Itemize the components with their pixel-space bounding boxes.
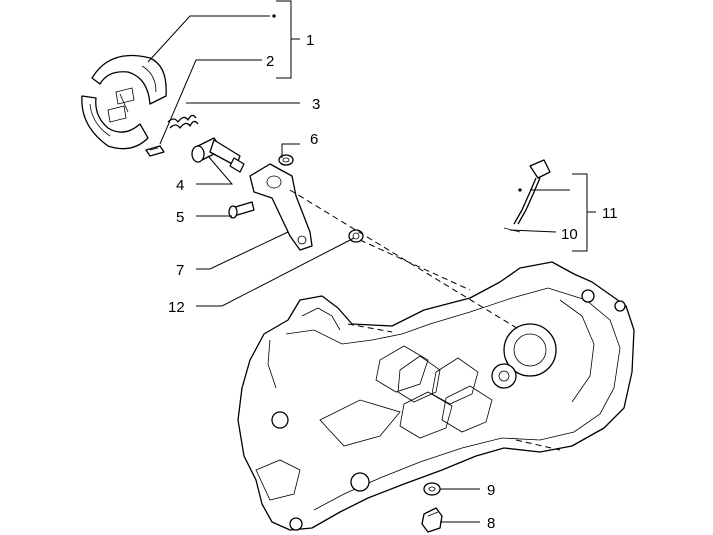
callout-2: 2 <box>266 53 274 70</box>
drain-plug <box>421 507 443 533</box>
leader-dot-11 <box>518 188 522 192</box>
callout-9: 9 <box>487 482 495 499</box>
assembly-line-lever <box>289 189 521 331</box>
bracket-11 <box>572 173 596 252</box>
callout-4: 4 <box>176 177 184 194</box>
leader-lines <box>147 15 570 523</box>
washer-6 <box>278 154 294 166</box>
washer-9 <box>423 482 441 496</box>
bracket-1 <box>276 0 300 79</box>
callout-12: 12 <box>168 299 185 316</box>
leader-dot-1 <box>272 14 276 18</box>
assembly-line-dipstick <box>515 439 561 451</box>
callout-7: 7 <box>176 262 184 279</box>
oil-dipstick <box>503 159 551 233</box>
callout-6: 6 <box>310 131 318 148</box>
assembly-line-ring <box>359 239 471 291</box>
callout-5: 5 <box>176 209 184 226</box>
callout-3: 3 <box>312 96 320 113</box>
crankcase <box>237 261 635 531</box>
assembly-line-housing <box>347 323 393 333</box>
brake-cam-shaft <box>191 137 245 173</box>
bolt <box>228 201 255 219</box>
callout-8: 8 <box>487 515 495 532</box>
spring <box>167 114 199 129</box>
brake-lever <box>249 163 313 251</box>
callout-10: 10 <box>561 226 578 243</box>
spring-clip <box>145 145 165 157</box>
brake-shoe-assembly <box>81 54 167 150</box>
callout-1: 1 <box>306 32 314 49</box>
callout-11: 11 <box>602 205 618 222</box>
